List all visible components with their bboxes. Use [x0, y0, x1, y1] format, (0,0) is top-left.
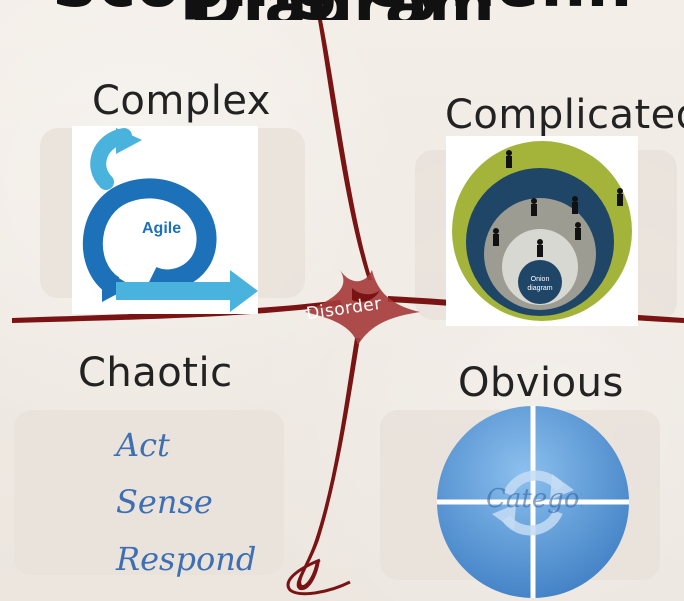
step-sense: Sense — [116, 483, 213, 521]
disorder-region — [305, 270, 420, 345]
complex-title: Complex — [92, 78, 271, 124]
obvious-hidden-text: Categorise — [486, 484, 582, 514]
chaotic-title: Chaotic — [78, 350, 233, 396]
chaotic-steps: Act Sense Respond — [116, 426, 256, 597]
complicated-title: Complicated — [445, 92, 684, 138]
agile-label: Agile — [142, 220, 182, 237]
onion-diagram-image: Onion diagram — [446, 136, 638, 326]
boundary-left — [12, 300, 342, 323]
boundary-bottom-curl — [286, 558, 351, 596]
obvious-title: Obvious — [458, 360, 624, 406]
chaotic-panel — [14, 410, 284, 575]
banner-title: Scoping Cynefin Diagram — [0, 0, 684, 20]
boundary-top — [318, 20, 372, 280]
step-respond: Respond — [116, 540, 257, 578]
boundary-bottom — [296, 338, 360, 591]
onion-label: Onion diagram — [527, 276, 553, 292]
onion-diagram-icon — [452, 141, 632, 321]
agile-cycle-icon — [82, 128, 258, 312]
step-act: Act — [116, 426, 170, 464]
stakeholder-icons — [493, 150, 623, 257]
agile-cycle-image: Agile — [72, 126, 258, 314]
